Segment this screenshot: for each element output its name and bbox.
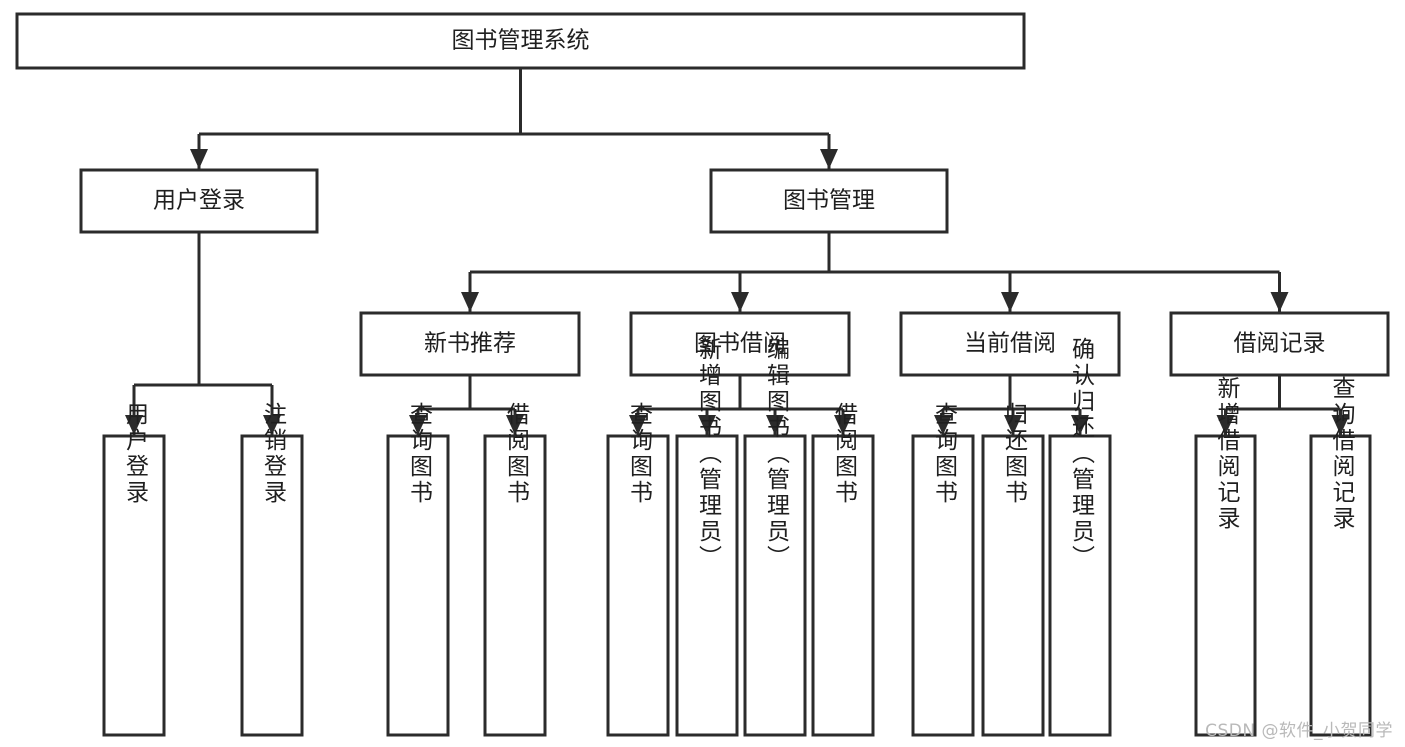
user-login-to-leaves-arrow-0	[125, 415, 143, 435]
node-label-leaf-borrow-book: 借阅图书	[831, 402, 859, 506]
node-box-new-book-recommend	[359, 311, 581, 377]
node-leaf-borrow-book-recommend[interactable]: 借阅图书	[483, 402, 547, 737]
node-label-borrow-record: 借阅记录	[1234, 331, 1326, 357]
node-box-leaf-borrow-book	[811, 434, 875, 737]
root-to-level1-arrow-1	[820, 149, 838, 169]
node-box-leaf-logout	[240, 434, 304, 737]
node-current-borrow[interactable]: 当前借阅	[899, 311, 1121, 377]
current-borrow-to-leaves-arrow-2	[1071, 415, 1089, 435]
node-box-leaf-confirm-return-admin	[1048, 434, 1112, 737]
node-box-leaf-add-borrow-record	[1194, 434, 1257, 737]
node-label-user-login: 用户登录	[153, 188, 245, 214]
node-layer: 图书管理系统用户登录图书管理新书推荐图书借阅当前借阅借阅记录用户登录注销登录查询…	[15, 12, 1390, 737]
book-borrow-to-leaves-arrow-2	[766, 415, 784, 435]
current-borrow-to-leaves-arrow-1	[1004, 415, 1022, 435]
node-leaf-query-book-current[interactable]: 查询图书	[911, 402, 975, 737]
node-box-leaf-user-login	[102, 434, 166, 737]
book-management-to-level2-arrow-2	[1001, 292, 1019, 312]
current-borrow-to-leaves-arrow-0	[934, 415, 952, 435]
node-leaf-query-book-borrow[interactable]: 查询图书	[606, 402, 670, 737]
node-box-leaf-query-borrow-record	[1309, 434, 1372, 737]
node-label-leaf-user-login: 用户登录	[122, 402, 150, 506]
node-label-leaf-borrow-book-recommend: 借阅图书	[503, 402, 531, 506]
node-label-leaf-add-borrow-record: 新增借阅记录	[1213, 376, 1241, 532]
node-box-leaf-borrow-book-recommend	[483, 434, 547, 737]
borrow-record-to-leaves-arrow-1	[1331, 415, 1350, 435]
node-label-leaf-edit-book-admin: 编辑图书（管理员）	[763, 337, 791, 571]
node-label-book-borrow: 图书借阅	[694, 331, 786, 357]
node-label-leaf-return-book: 归还图书	[1001, 402, 1029, 506]
node-box-leaf-return-book	[981, 434, 1045, 737]
node-new-book-recommend[interactable]: 新书推荐	[359, 311, 581, 377]
node-label-leaf-query-book-borrow: 查询图书	[626, 402, 654, 506]
node-leaf-logout[interactable]: 注销登录	[240, 402, 304, 737]
node-box-leaf-query-book-recommend	[386, 434, 450, 737]
node-user-login[interactable]: 用户登录	[79, 168, 319, 234]
node-label-current-borrow: 当前借阅	[964, 331, 1056, 357]
node-box-root	[15, 12, 1026, 70]
node-box-leaf-query-book-current	[911, 434, 975, 737]
node-box-book-management	[709, 168, 949, 234]
node-label-leaf-query-book-recommend: 查询图书	[406, 402, 434, 506]
book-management-to-level2-arrow-0	[461, 292, 479, 312]
node-leaf-add-borrow-record[interactable]: 新增借阅记录	[1194, 376, 1257, 737]
node-label-root: 图书管理系统	[452, 28, 590, 54]
node-box-book-borrow	[629, 311, 851, 377]
new-book-recommend-to-leaves-arrow-0	[409, 415, 427, 435]
node-leaf-borrow-book[interactable]: 借阅图书	[811, 402, 875, 737]
new-book-recommend-to-leaves-arrow-1	[506, 415, 524, 435]
node-leaf-query-book-recommend[interactable]: 查询图书	[386, 402, 450, 737]
node-leaf-query-borrow-record[interactable]: 查询借阅记录	[1309, 376, 1372, 737]
book-management-to-level2-arrow-1	[731, 292, 749, 312]
node-label-leaf-logout: 注销登录	[260, 402, 288, 506]
node-box-leaf-add-book-admin	[675, 434, 739, 737]
node-book-borrow[interactable]: 图书借阅	[629, 311, 851, 377]
book-management-to-level2-arrow-3	[1270, 292, 1289, 312]
node-root[interactable]: 图书管理系统	[15, 12, 1026, 70]
node-leaf-return-book[interactable]: 归还图书	[981, 402, 1045, 737]
borrow-record-to-leaves-arrow-0	[1216, 415, 1235, 435]
node-label-book-management: 图书管理	[783, 188, 875, 214]
root-to-level1-arrow-0	[190, 149, 208, 169]
node-box-leaf-query-book-borrow	[606, 434, 670, 737]
node-book-management[interactable]: 图书管理	[709, 168, 949, 234]
node-label-leaf-confirm-return-admin: 确认归还（管理员）	[1068, 337, 1096, 571]
csdn-watermark: CSDN @软件_小贺同学	[1205, 721, 1393, 741]
node-leaf-edit-book-admin[interactable]: 编辑图书（管理员）	[743, 337, 807, 737]
connector-layer	[125, 68, 1350, 435]
node-label-leaf-query-borrow-record: 查询借阅记录	[1328, 376, 1356, 532]
node-box-current-borrow	[899, 311, 1121, 377]
node-leaf-confirm-return-admin[interactable]: 确认归还（管理员）	[1048, 337, 1112, 737]
node-label-leaf-query-book-current: 查询图书	[931, 402, 959, 506]
book-borrow-to-leaves-arrow-3	[834, 415, 852, 435]
node-leaf-add-book-admin[interactable]: 新增图书（管理员）	[675, 337, 739, 737]
node-leaf-user-login[interactable]: 用户登录	[102, 402, 166, 737]
book-borrow-to-leaves-arrow-0	[629, 415, 647, 435]
node-box-user-login	[79, 168, 319, 234]
node-label-new-book-recommend: 新书推荐	[424, 331, 516, 357]
book-borrow-to-leaves-arrow-1	[698, 415, 716, 435]
node-borrow-record[interactable]: 借阅记录	[1169, 311, 1390, 377]
node-label-leaf-add-book-admin: 新增图书（管理员）	[695, 337, 723, 571]
node-box-borrow-record	[1169, 311, 1390, 377]
node-box-leaf-edit-book-admin	[743, 434, 807, 737]
user-login-to-leaves-arrow-1	[263, 415, 281, 435]
